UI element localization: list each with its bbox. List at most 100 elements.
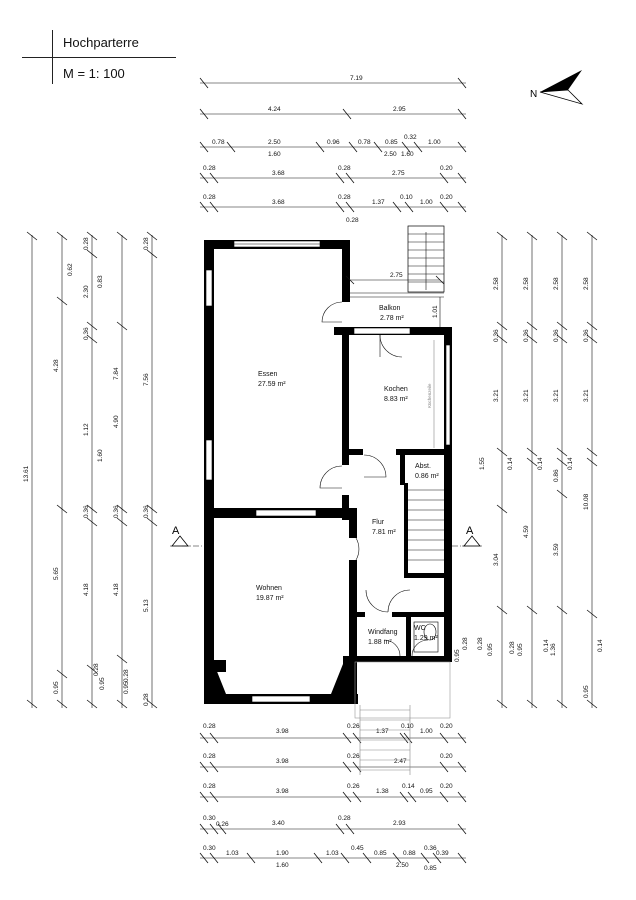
dim-label: 0.95 (99, 677, 106, 690)
dim-label: 13.61 (23, 465, 30, 482)
dim-label: 1.38 (376, 788, 389, 795)
dim-label: 2.58 (493, 277, 500, 290)
dim-label: 0.28 (83, 237, 90, 250)
dim-label: 0.20 (440, 165, 453, 172)
dim-label: 1.03 (326, 850, 339, 857)
dim-label: 0.20 (440, 723, 453, 730)
dim-label: 4.59 (523, 525, 530, 538)
dim-label: 0.20 (440, 194, 453, 201)
dim-label: 0.14 (402, 783, 415, 790)
section-markers: A A (170, 525, 482, 547)
dim-label: 0.95 (420, 788, 433, 795)
stairs (354, 225, 451, 775)
dim-label: 0.39 (436, 850, 449, 857)
dim-label: 3.98 (276, 728, 289, 735)
room-area: 1.88 m² (368, 639, 392, 646)
dim-label: 0.28 (203, 165, 216, 172)
dim-label: 7.84 (113, 367, 120, 380)
dim-label: 3.21 (583, 389, 590, 402)
dim-label: 4.24 (268, 106, 281, 113)
dim-label: 0.45 (351, 845, 364, 852)
room-area: 2.78 m² (380, 315, 404, 322)
dim-label: 1.60 (276, 862, 289, 869)
dim-label: 0.86 (553, 469, 560, 482)
dim-label: 0.28 (338, 815, 351, 822)
room-name: WC (414, 625, 426, 632)
dim-label: 3.68 (272, 170, 285, 177)
dim-label: 0.28 (93, 663, 100, 676)
room-labels: Essen 27.59 m² Balkon 2.78 m² Kochen 8.8… (256, 305, 439, 646)
dim-label: 1.90 (276, 850, 289, 857)
dim-label: 0.32 (404, 134, 417, 141)
dimension-chains-top: 7.19 4.24 2.95 0.78 2.50 0.96 0.78 0.85 … (199, 75, 467, 224)
dim-label: 0.36 (493, 329, 500, 342)
section-marker-right: A (466, 525, 474, 537)
dim-label: 1.12 (83, 423, 90, 436)
dim-label: 2.75 (390, 272, 403, 279)
dim-label: 0.78 (212, 139, 225, 146)
room-name: Windfang (368, 629, 398, 636)
dim-label: 0.26 (347, 753, 360, 760)
room-name: Kochen (384, 386, 408, 393)
dim-label: 0.85 (424, 865, 437, 872)
dim-label: 0.28 (509, 641, 516, 654)
dim-label: 1.60 (401, 151, 414, 158)
dim-label: 0.10 (401, 723, 414, 730)
door-swings (319, 301, 429, 657)
dim-label: 0.28 (338, 165, 351, 172)
dim-label: 0.95 (53, 681, 60, 694)
balcony-outline: 2.75 1.01 Küchenzeile 0.95 0.28 (345, 272, 469, 662)
room-name: Flur (372, 519, 385, 526)
dim-label: 5.65 (53, 567, 60, 580)
dim-label: 1.00 (428, 139, 441, 146)
dim-label: 3.59 (553, 543, 560, 556)
room-name: Wohnen (256, 585, 282, 592)
dim-label: 0.26 (216, 821, 229, 828)
north-label: N (530, 89, 537, 100)
dimension-chains-left: 13.61 0.62 4.28 5.65 0.95 0.28 0.83 2.30… (23, 231, 158, 709)
dim-label: 1.55 (479, 457, 486, 470)
dim-label: 0.28 (143, 693, 150, 706)
dim-label: 0.30 (203, 815, 216, 822)
room-area: 0.86 m² (415, 473, 439, 480)
dim-label: 0.28 (477, 637, 484, 650)
dim-label: 0.14 (543, 639, 550, 652)
dimension-chains-right: 2.58 0.36 3.21 1.55 3.04 0.28 0.95 2.58 … (477, 231, 604, 709)
dim-label: 4.28 (53, 359, 60, 372)
dim-label: 0.14 (507, 457, 514, 470)
dim-label: 1.60 (97, 449, 104, 462)
dim-label: 3.21 (493, 389, 500, 402)
dim-label: 0.10 (400, 194, 413, 201)
room-name: Abst. (415, 463, 431, 470)
dim-label: 4.18 (113, 583, 120, 596)
wc-fixture (413, 621, 439, 653)
dim-label: 2.58 (523, 277, 530, 290)
plan-scale: M = 1: 100 (63, 66, 125, 81)
dim-label: 0.95 (454, 649, 461, 662)
dim-label: 0.30 (203, 845, 216, 852)
dim-label: 0.85 (385, 139, 398, 146)
dim-label: 0.28 (462, 637, 469, 650)
dim-label: 0.28 (123, 669, 130, 682)
dim-label: 2.58 (553, 277, 560, 290)
dim-label: 7.19 (350, 75, 363, 82)
dim-label: 3.40 (272, 820, 285, 827)
dim-label: 0.78 (358, 139, 371, 146)
dim-label: 3.21 (553, 389, 560, 402)
dim-label: 1.01 (432, 305, 439, 318)
dim-label: 3.04 (493, 553, 500, 566)
dim-label: 0.28 (338, 194, 351, 201)
north-arrow-icon: N (530, 70, 584, 105)
kitchen-counter-label: Küchenzeile (427, 383, 432, 408)
dim-label: 4.90 (113, 415, 120, 428)
dim-label: 2.95 (393, 106, 406, 113)
dim-label: 3.68 (272, 199, 285, 206)
windows (205, 240, 451, 703)
dim-label: 0.88 (403, 850, 416, 857)
room-area: 8.83 m² (384, 396, 408, 403)
room-area: 7.81 m² (372, 529, 396, 536)
dim-label: 1.36 (550, 643, 557, 656)
dim-label: 1.37 (376, 728, 389, 735)
dim-label: 0.36 (83, 505, 90, 518)
dim-label: 1.00 (420, 199, 433, 206)
